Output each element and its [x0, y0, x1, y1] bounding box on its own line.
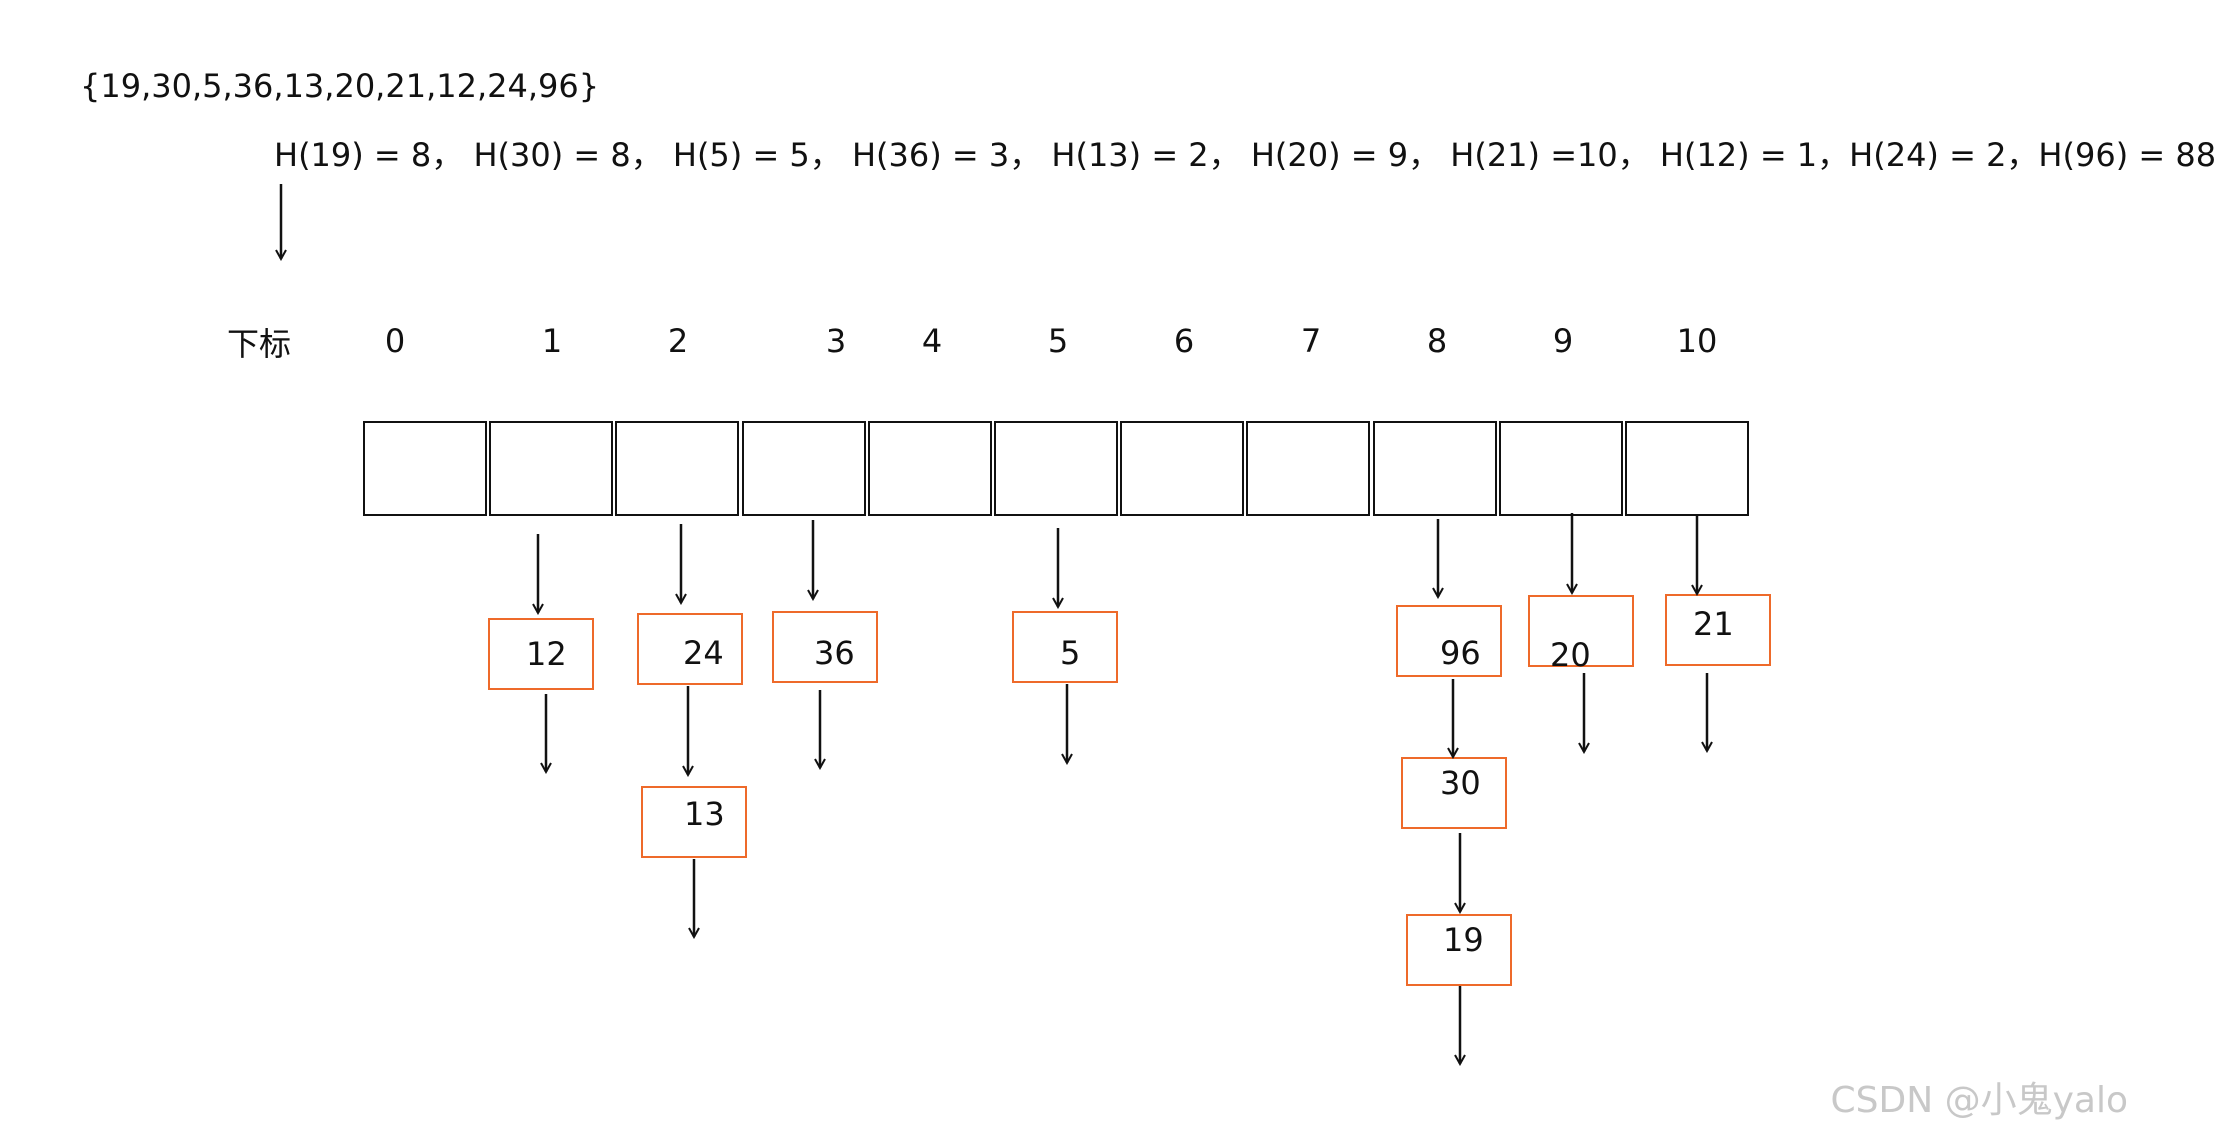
key-set: {19,30,5,36,13,20,21,12,24,96} — [80, 67, 600, 105]
chain-node-value: 24 — [683, 634, 724, 672]
array-cell-0 — [363, 421, 487, 516]
index-label-5: 5 — [1047, 322, 1069, 360]
chain-node-value: 30 — [1440, 764, 1481, 802]
array-cell-5 — [994, 421, 1118, 516]
chain-node-value: 20 — [1550, 636, 1591, 674]
index-label-3: 3 — [825, 322, 847, 360]
hash-function-results: H(19) = 8， H(30) = 8， H(5) = 5， H(36) = … — [274, 136, 2216, 174]
array-cell-10 — [1625, 421, 1749, 516]
array-cell-8 — [1373, 421, 1497, 516]
index-label-0: 0 — [384, 322, 406, 360]
chain-node-value: 96 — [1440, 634, 1481, 672]
arrows-layer — [0, 184, 2134, 1137]
chain-node-value: 36 — [814, 634, 855, 672]
chain-node: 5 — [1012, 611, 1118, 683]
array-cell-4 — [868, 421, 992, 516]
chain-node: 24 — [637, 613, 743, 685]
array-cell-9 — [1499, 421, 1623, 516]
index-label-7: 7 — [1300, 322, 1322, 360]
chain-node: 12 — [488, 618, 594, 690]
array-cell-7 — [1246, 421, 1370, 516]
chain-node-value: 21 — [1693, 605, 1734, 643]
subscript-label: 下标 — [227, 325, 292, 363]
chain-node-value: 5 — [1060, 634, 1081, 672]
array-cell-6 — [1120, 421, 1244, 516]
chain-node-value: 19 — [1443, 921, 1484, 959]
hash-table-diagram: {19,30,5,36,13,20,21,12,24,96} · H(19) =… — [0, 67, 2216, 1137]
index-label-10: 10 — [1676, 322, 1718, 360]
chain-node: 21 — [1665, 594, 1771, 666]
chain-node: 36 — [772, 611, 878, 683]
array-cell-1 — [489, 421, 613, 516]
dot-mark: · — [550, 68, 559, 98]
chain-node: 96 — [1396, 605, 1502, 677]
index-label-2: 2 — [667, 322, 689, 360]
index-label-9: 9 — [1552, 322, 1574, 360]
array-cell-2 — [615, 421, 739, 516]
chain-node: 19 — [1406, 914, 1512, 986]
index-label-1: 1 — [541, 322, 563, 360]
index-label-4: 4 — [921, 322, 943, 360]
index-label-6: 6 — [1173, 322, 1195, 360]
chain-node: 13 — [641, 786, 747, 858]
chain-node: 20 — [1528, 595, 1634, 671]
watermark: CSDN @小鬼yalo — [1830, 1080, 2128, 1121]
chain-node-value: 12 — [526, 635, 567, 673]
chain-node-value: 13 — [684, 795, 725, 833]
index-label-8: 8 — [1426, 322, 1448, 360]
array-cell-3 — [742, 421, 866, 516]
